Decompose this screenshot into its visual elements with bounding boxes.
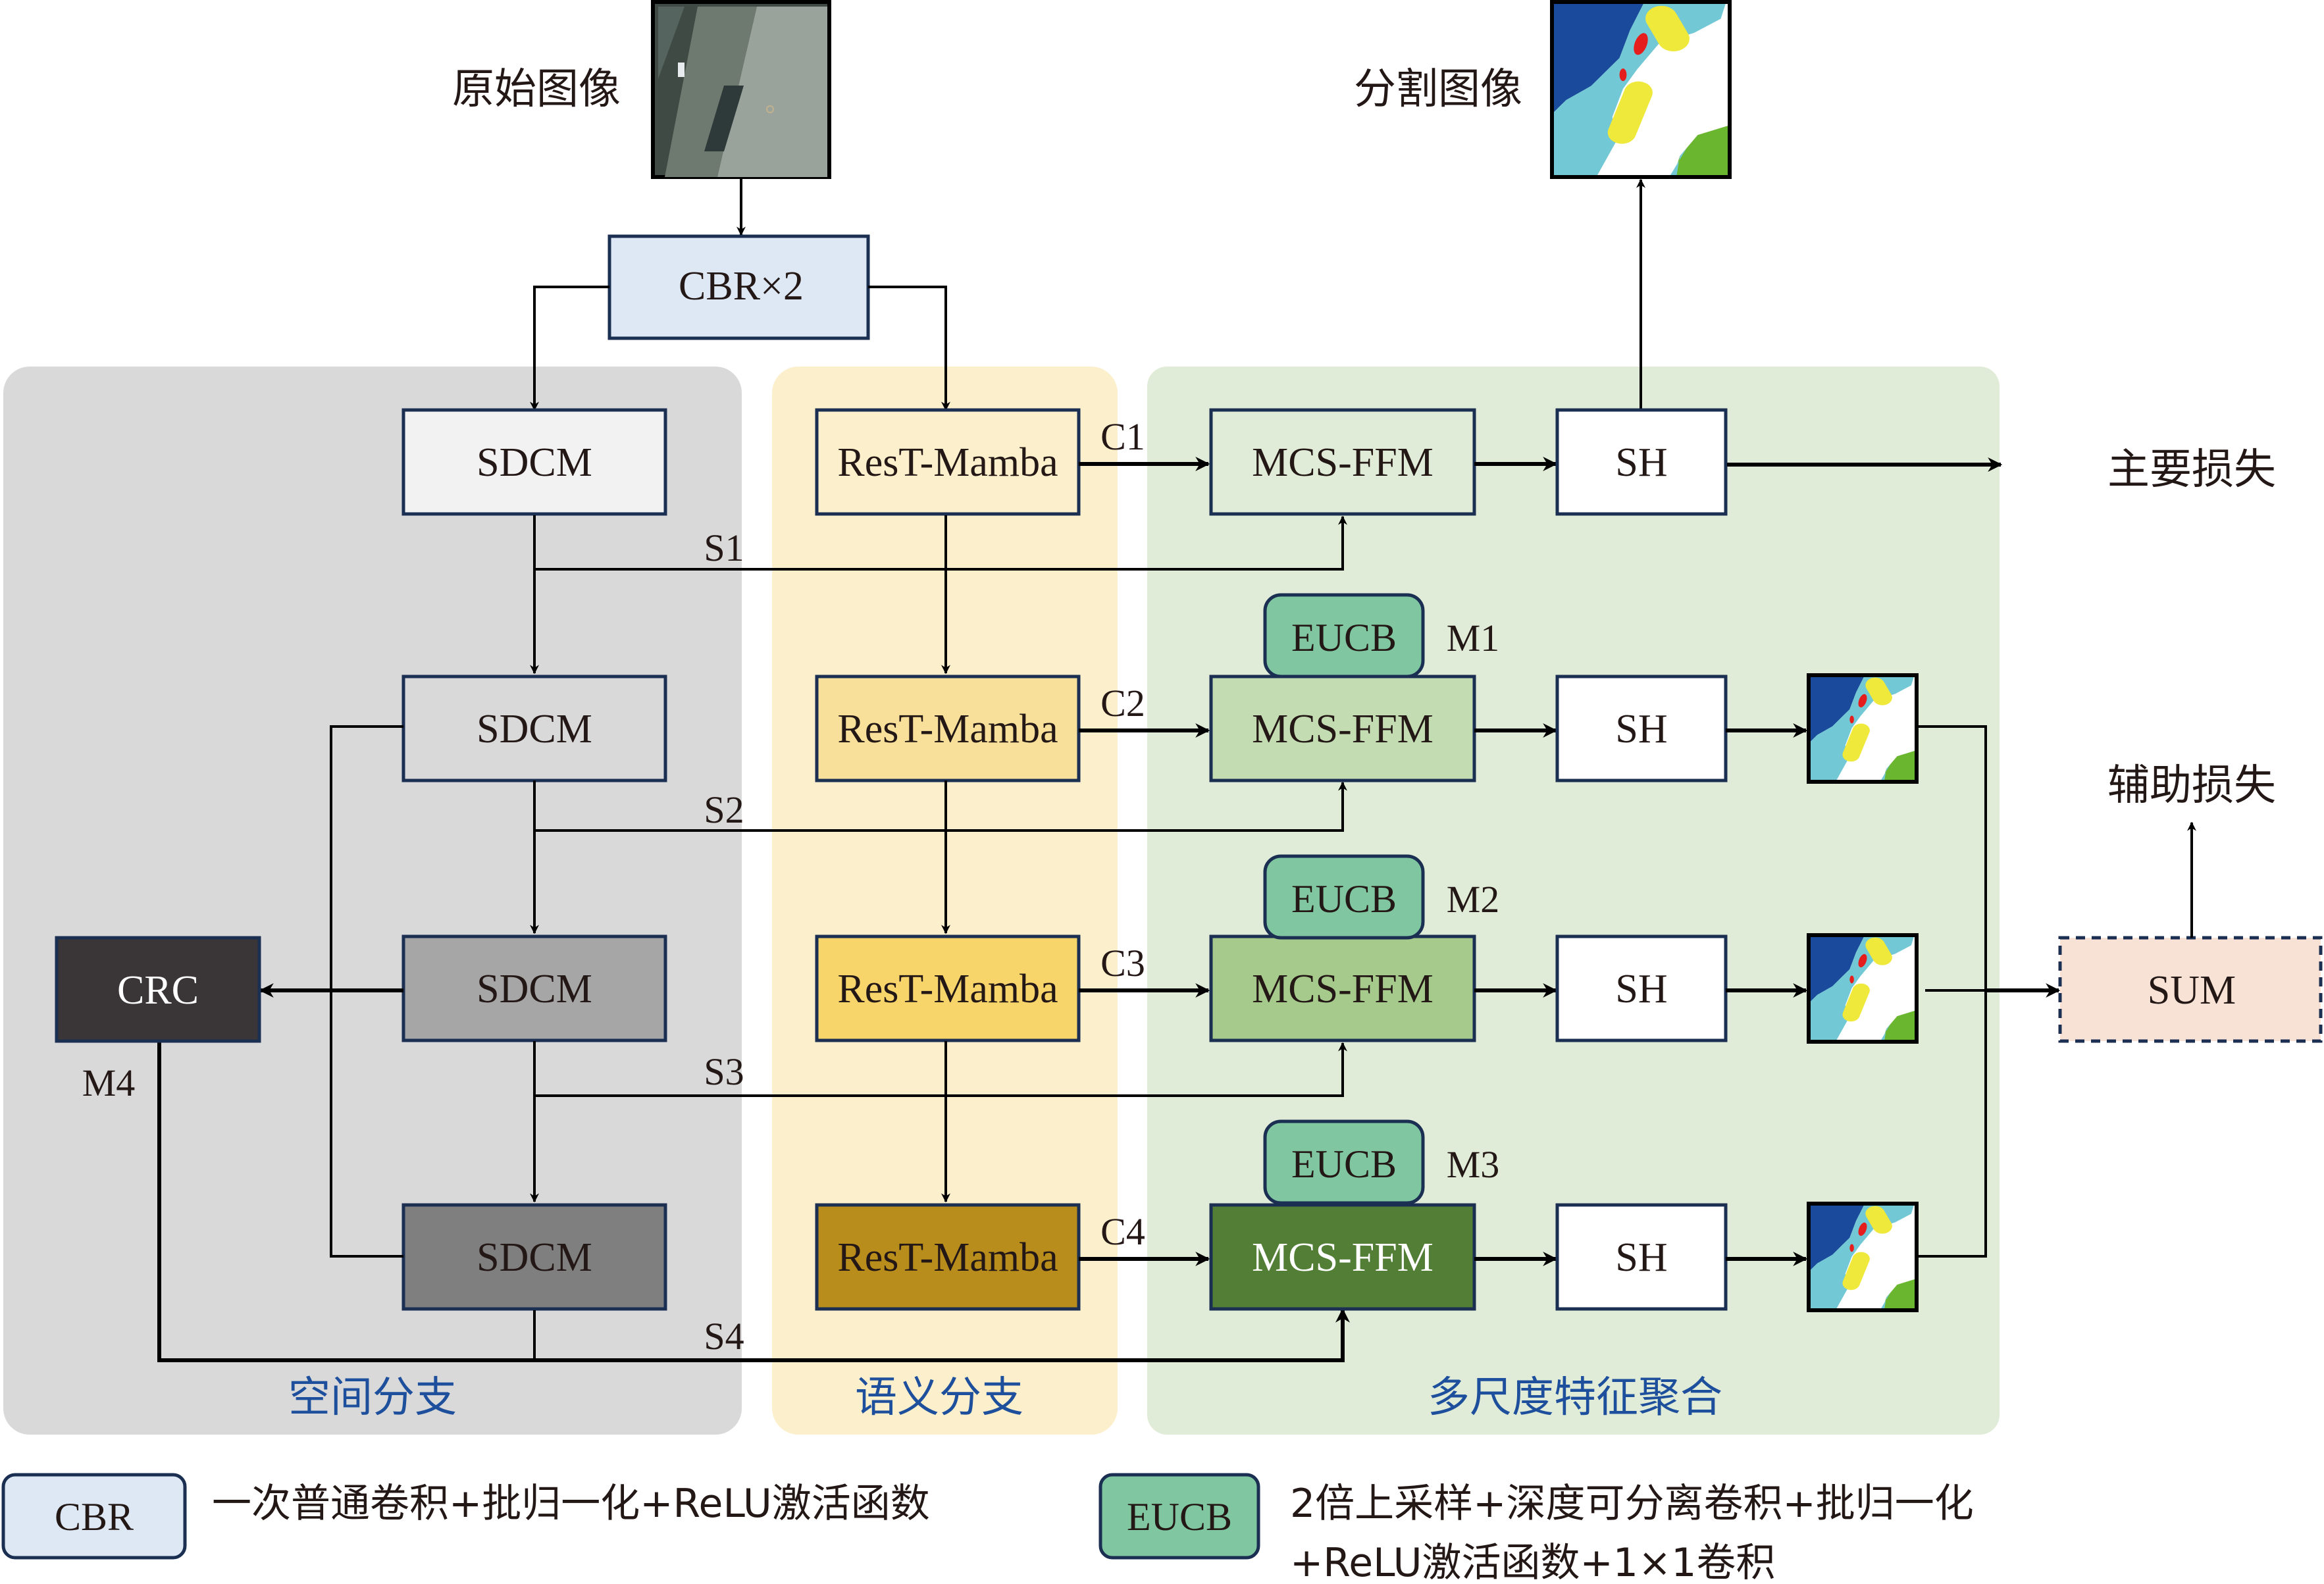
legend-eucb-desc-line2: +ReLU激活函数+1×1卷积 [1290,1540,1775,1584]
cbr-block-label: CBR×2 [679,264,804,309]
sh-block-4: SH [1555,1203,1808,1311]
sdcm-block-4: SDCM [401,1203,667,1311]
rest-mamba-block-label: ResT-Mamba [837,967,1058,1011]
eucb-block-3: EUCB M3 [1263,1119,1500,1205]
sdcm-block-label: SDCM [477,1235,592,1280]
c-tag-2: C2 [1100,682,1145,725]
sdcm-block-2: SDCM [401,675,667,782]
mcs-ffm-block-label: MCS-FFM [1252,707,1433,752]
sh-block-1: SH [1555,408,1728,516]
rest-mamba-block-label: ResT-Mamba [837,440,1058,485]
rest-mamba-block-3: ResT-Mamba C3 [815,934,1210,1042]
skip-label-s4: S4 [704,1315,744,1358]
sum-block: SUM [2058,936,2323,1043]
sh-block-3: SH [1555,934,1808,1042]
sdcm-block-label: SDCM [477,707,592,752]
m-tag-1: M1 [1447,617,1500,659]
sh-block-label: SH [1615,440,1667,485]
m-tag-2: M2 [1447,878,1500,921]
legend-cbr-desc: 一次普通卷积+批归一化+ReLU激活函数 [212,1481,930,1527]
aux-loss-label: 辅助损失 [2107,761,2276,810]
eucb-block-label: EUCB [1291,1142,1397,1186]
legend-cbr: CBR 一次普通卷积+批归一化+ReLU激活函数 [1,1473,930,1560]
cbr-to-spatial-arrow [530,286,609,411]
spatial-branch-label: 空间分支 [288,1373,457,1422]
main-loss-label: 主要损失 [2107,446,2276,494]
sdcm-block-3: SDCM [401,934,667,1042]
mcs-ffm-block-1: MCS-FFM [1209,408,1558,516]
spatial-branch-panel: 空间分支 [3,367,742,1435]
skip-label-s2: S2 [704,788,744,831]
cbr-to-semantic-arrow [868,286,950,411]
sdcm-block-label: SDCM [477,440,592,485]
s2-skip-line [534,781,1347,832]
mcs-ffm-block-3: MCS-FFM [1209,934,1558,1042]
rest-mamba-block-label: ResT-Mamba [837,707,1058,752]
aux-segmentation-thumb-2 [1807,933,1919,1044]
skip-label-s1: S1 [704,526,744,569]
crc-block-label: CRC [117,968,199,1013]
output-image-label: 分割图像 [1354,65,1522,114]
legend-eucb-desc-line1: 2倍上采样+深度可分离卷积+批归一化 [1290,1481,1974,1527]
legend-eucb: EUCB 2倍上采样+深度可分离卷积+批归一化 +ReLU激活函数+1×1卷积 [1098,1473,1974,1584]
fusion-panel-label: 多尺度特征聚合 [1428,1373,1722,1422]
cbr-block: CBR×2 [607,234,870,340]
input-image-label: 原始图像 [452,65,621,114]
s1-skip-line [534,515,1347,571]
s4-m4-skip-line [157,1041,1350,1362]
c-tag-1: C1 [1100,415,1145,458]
output-segmentation-image [1550,0,1732,179]
mcs-ffm-block-label: MCS-FFM [1252,967,1433,1011]
eucb-block-1: EUCB M1 [1263,593,1500,678]
sum-block-label: SUM [2148,968,2236,1013]
rest-mamba-block-4: ResT-Mamba C4 [815,1203,1210,1311]
semantic-branch-label: 语义分支 [855,1373,1023,1422]
eucb-block-label: EUCB [1291,877,1397,921]
sh-block-2: SH [1555,675,1808,782]
mcs-ffm-block-4: MCS-FFM [1209,1203,1558,1311]
rest-mamba-block-2: ResT-Mamba C2 [815,675,1210,782]
s3-skip-line [534,1042,1347,1097]
legend-eucb-key: EUCB [1127,1495,1232,1539]
rest-mamba-block-1: ResT-Mamba C1 [815,408,1210,516]
eucb-block-label: EUCB [1291,616,1397,659]
sh-block-label: SH [1615,707,1667,752]
skip-label-s3: S3 [704,1050,744,1093]
sh-block-label: SH [1615,967,1667,1011]
sdcm-block-1: SDCM [401,408,667,516]
aux-segmentation-thumb-1 [1807,673,1919,784]
sh-block-label: SH [1615,1235,1667,1280]
mcs-ffm-block-2: MCS-FFM [1209,675,1558,782]
input-image [651,0,831,179]
m-tag-3: M3 [1447,1143,1500,1186]
mcs-ffm-block-label: MCS-FFM [1252,440,1433,485]
m4-tag: M4 [82,1061,136,1104]
aux-segmentation-thumb-3 [1807,1202,1919,1312]
c-tag-3: C3 [1100,942,1145,984]
crc-block: CRC [55,936,261,1043]
eucb-block-2: EUCB M2 [1263,854,1500,940]
mcs-ffm-block-label: MCS-FFM [1252,1235,1433,1280]
rest-mamba-block-label: ResT-Mamba [837,1235,1058,1280]
legend-cbr-key: CBR [55,1495,134,1539]
sdcm-block-label: SDCM [477,967,592,1011]
c-tag-4: C4 [1100,1210,1145,1253]
